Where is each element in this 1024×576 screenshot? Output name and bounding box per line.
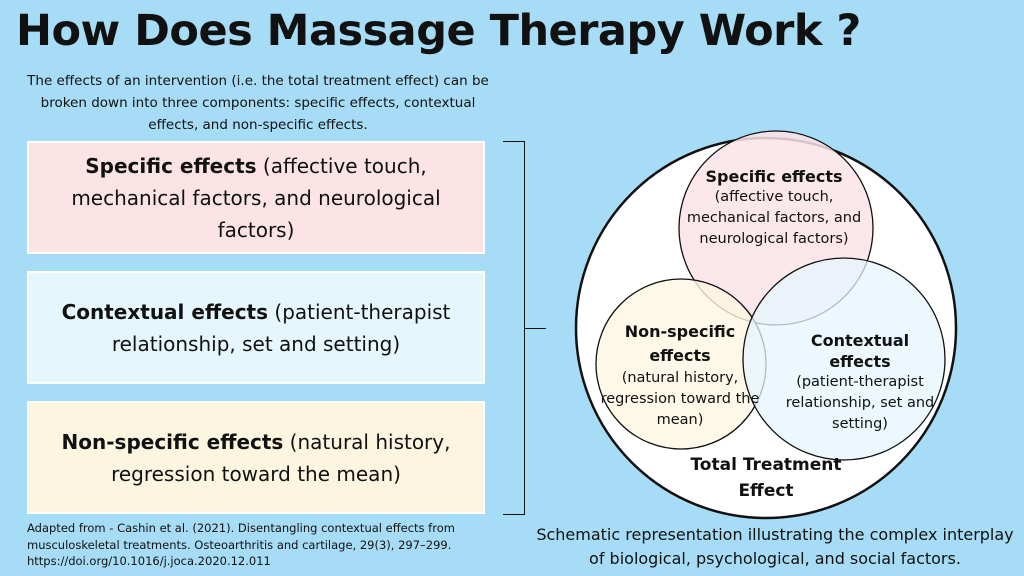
contextual-effects-box-heading: Contextual effects <box>61 299 269 324</box>
specific-effects-box: Specific effects (affective touch, mecha… <box>27 141 485 254</box>
venn-non-specific-heading: Non-specific effects <box>624 322 736 365</box>
venn-non-specific-detail: (natural history, regression toward the … <box>600 370 760 428</box>
venn-specific-detail: (affective touch, mechanical factors, an… <box>686 189 862 247</box>
venn-non-specific-label: Non-specific effects (natural history, r… <box>598 320 762 431</box>
venn-diagram <box>574 130 958 520</box>
grouping-bracket <box>503 141 525 515</box>
bracket-connector-line <box>524 328 546 329</box>
specific-effects-box-text: Specific effects (affective touch, mecha… <box>47 150 465 246</box>
page-title: How Does Massage Therapy Work ? <box>16 6 861 56</box>
non-specific-effects-box-detail: (natural history, regression toward the … <box>111 429 451 486</box>
contextual-effects-box-text: Contextual effects (patient-therapist re… <box>47 296 465 360</box>
non-specific-effects-box: Non-specific effects (natural history, r… <box>27 401 485 514</box>
non-specific-effects-box-heading: Non-specific effects <box>61 429 284 454</box>
venn-contextual-heading: Contextual effects <box>810 331 910 371</box>
specific-effects-box-heading: Specific effects <box>85 153 257 178</box>
non-specific-effects-box-text: Non-specific effects (natural history, r… <box>47 426 465 490</box>
contextual-effects-box-detail: (patient-therapist relationship, set and… <box>111 299 451 356</box>
contextual-effects-circle <box>742 257 946 461</box>
diagram-caption: Schematic representation illustrating th… <box>536 525 1014 568</box>
contextual-effects-box: Contextual effects (patient-therapist re… <box>27 271 485 384</box>
venn-specific-heading: Specific effects <box>705 167 843 186</box>
venn-contextual-label: Contextual effects (patient-therapist re… <box>778 330 942 435</box>
venn-total-label: Total Treatment Effect <box>690 455 842 501</box>
intro-text: The effects of an intervention (i.e. the… <box>27 73 489 133</box>
specific-effects-box-detail: (affective touch, mechanical factors, an… <box>71 153 441 242</box>
venn-specific-label: Specific effects (affective touch, mecha… <box>683 166 865 250</box>
source-citation: Adapted from - Cashin et al. (2021). Dis… <box>27 521 455 568</box>
venn-contextual-detail: (patient-therapist relationship, set and… <box>785 374 935 432</box>
